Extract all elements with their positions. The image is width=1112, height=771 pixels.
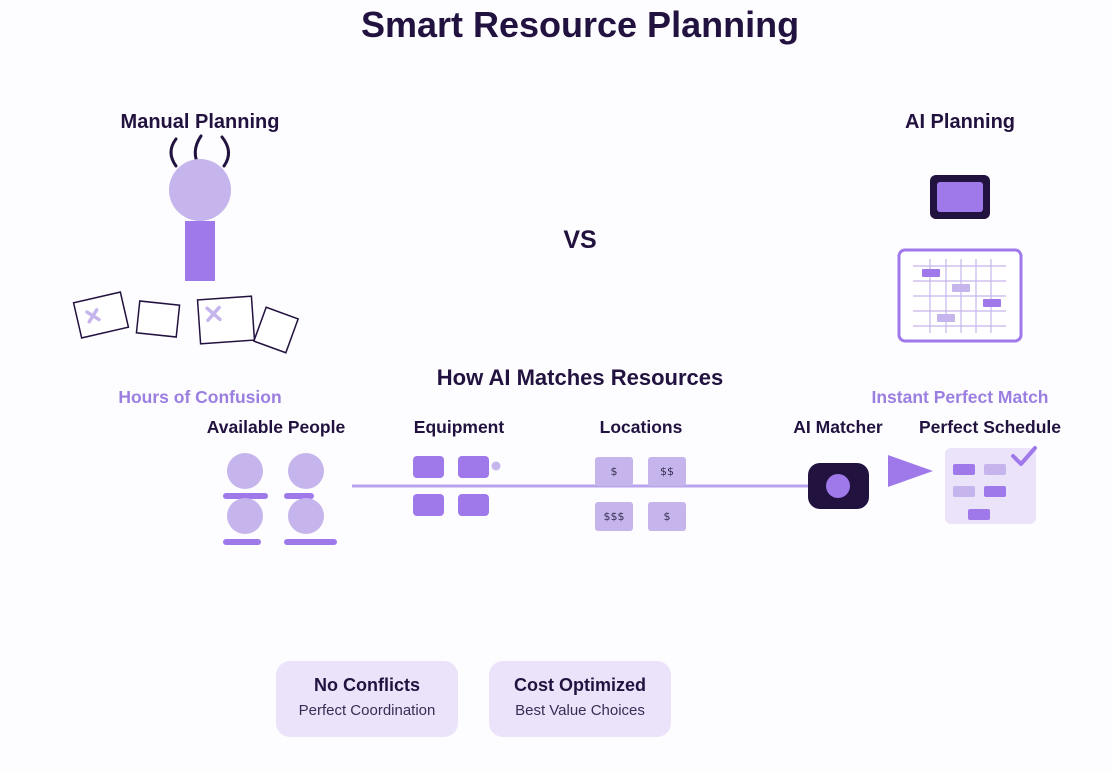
step-label-people: Available People bbox=[206, 417, 346, 437]
manual-planning-heading: Manual Planning bbox=[120, 111, 280, 133]
step-label-locations: Locations bbox=[599, 417, 683, 437]
calendar-grid-icon bbox=[897, 248, 1023, 343]
price-tag-label: $$$ bbox=[604, 510, 625, 523]
ai-planning-heading: AI Planning bbox=[905, 111, 1015, 133]
location-price-tags: $ $$ $$$ $ bbox=[595, 457, 686, 531]
ai-planning-caption: Instant Perfect Match bbox=[871, 387, 1049, 407]
benefit-title: No Conflicts bbox=[314, 675, 420, 695]
page-title: Smart Resource Planning bbox=[360, 4, 800, 45]
benefit-title: Cost Optimized bbox=[513, 675, 646, 695]
scattered-papers-icon bbox=[72, 291, 300, 354]
benefit-card-cost-optimized: Cost Optimized Best Value Choices bbox=[489, 661, 671, 737]
price-tag bbox=[595, 457, 633, 486]
price-tag-label: $ bbox=[664, 510, 671, 523]
versus-label: VS bbox=[563, 226, 597, 254]
price-tag bbox=[595, 502, 633, 531]
benefit-subtitle: Best Value Choices bbox=[515, 702, 645, 719]
price-tag bbox=[648, 502, 686, 531]
price-tag bbox=[648, 457, 686, 486]
ai-matcher-icon bbox=[808, 463, 869, 509]
equipment-icon bbox=[413, 456, 501, 516]
price-tag-label: $ bbox=[611, 465, 618, 478]
benefit-card-no-conflicts: No Conflicts Perfect Coordination bbox=[276, 661, 458, 737]
monitor-icon bbox=[930, 175, 990, 219]
step-label-equipment: Equipment bbox=[413, 417, 505, 437]
benefit-subtitle: Perfect Coordination bbox=[298, 702, 436, 719]
step-label-ai-matcher: AI Matcher bbox=[793, 417, 883, 437]
manual-planning-caption: Hours of Confusion bbox=[118, 387, 282, 407]
price-tag-label: $$ bbox=[660, 465, 674, 478]
step-label-schedule: Perfect Schedule bbox=[919, 417, 1061, 437]
arrow-right-icon bbox=[888, 455, 933, 487]
people-group-icon bbox=[223, 453, 337, 545]
schedule-checkmark-icon bbox=[945, 446, 1037, 524]
flow-heading: How AI Matches Resources bbox=[436, 365, 724, 390]
confused-person-icon bbox=[169, 134, 231, 281]
